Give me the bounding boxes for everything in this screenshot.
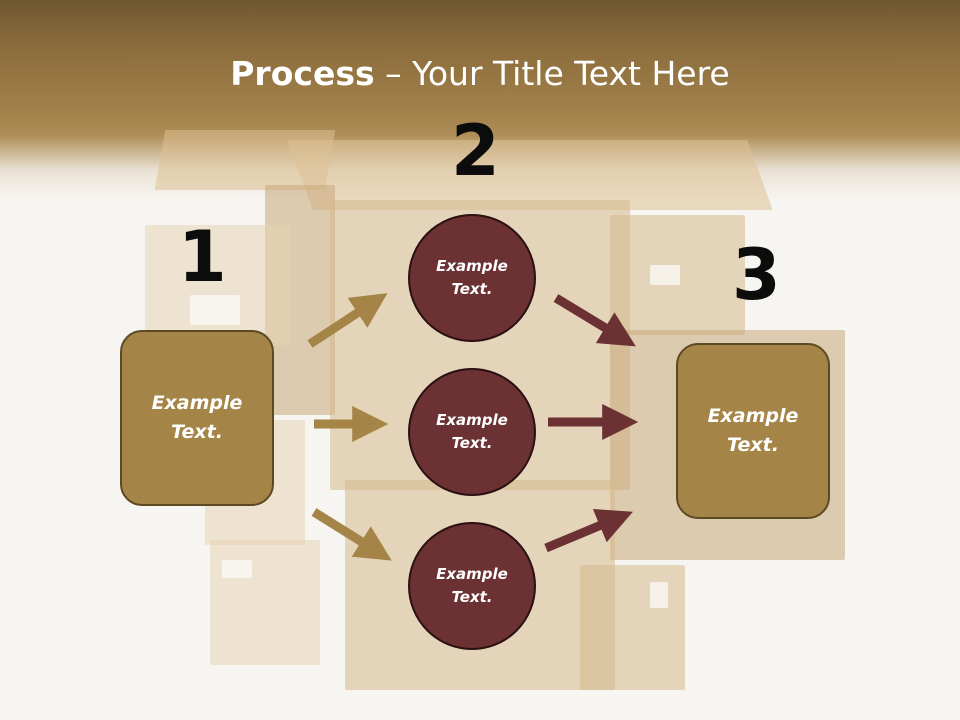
circle-bottom-line2: Text. xyxy=(451,588,493,606)
arrow-top-to-right xyxy=(553,294,636,347)
step-2-circle-bottom: Example Text. xyxy=(408,522,536,650)
step-1-line1: Example xyxy=(151,392,243,414)
step-3-line1: Example xyxy=(707,405,799,427)
step-1-text: Example Text. xyxy=(142,389,252,447)
step-number-2: 2 xyxy=(451,110,500,192)
step-1-box: Example Text. xyxy=(120,330,274,506)
arrow-bottom-to-right xyxy=(544,509,633,553)
circle-top-line2: Text. xyxy=(451,280,493,298)
circle-middle-line2: Text. xyxy=(451,434,493,452)
arrow-left-to-top xyxy=(307,293,388,348)
title-rest: – Your Title Text Here xyxy=(374,54,730,93)
step-3-line2: Text. xyxy=(727,434,779,456)
circle-middle-line1: Example xyxy=(436,411,508,429)
step-2-circle-top: Example Text. xyxy=(408,214,536,342)
step-3-text: Example Text. xyxy=(698,402,808,460)
circle-top-line1: Example xyxy=(436,257,508,275)
step-1-line2: Text. xyxy=(171,421,223,443)
circle-bottom-line1: Example xyxy=(436,565,508,583)
step-3-box: Example Text. xyxy=(676,343,830,519)
step-number-3: 3 xyxy=(732,234,781,316)
arrow-left-to-bottom xyxy=(311,508,392,561)
step-2-circle-middle: Example Text. xyxy=(408,368,536,496)
step-number-1: 1 xyxy=(178,216,227,298)
title-bold: Process xyxy=(230,54,375,93)
slide-title: Process – Your Title Text Here xyxy=(0,54,960,93)
